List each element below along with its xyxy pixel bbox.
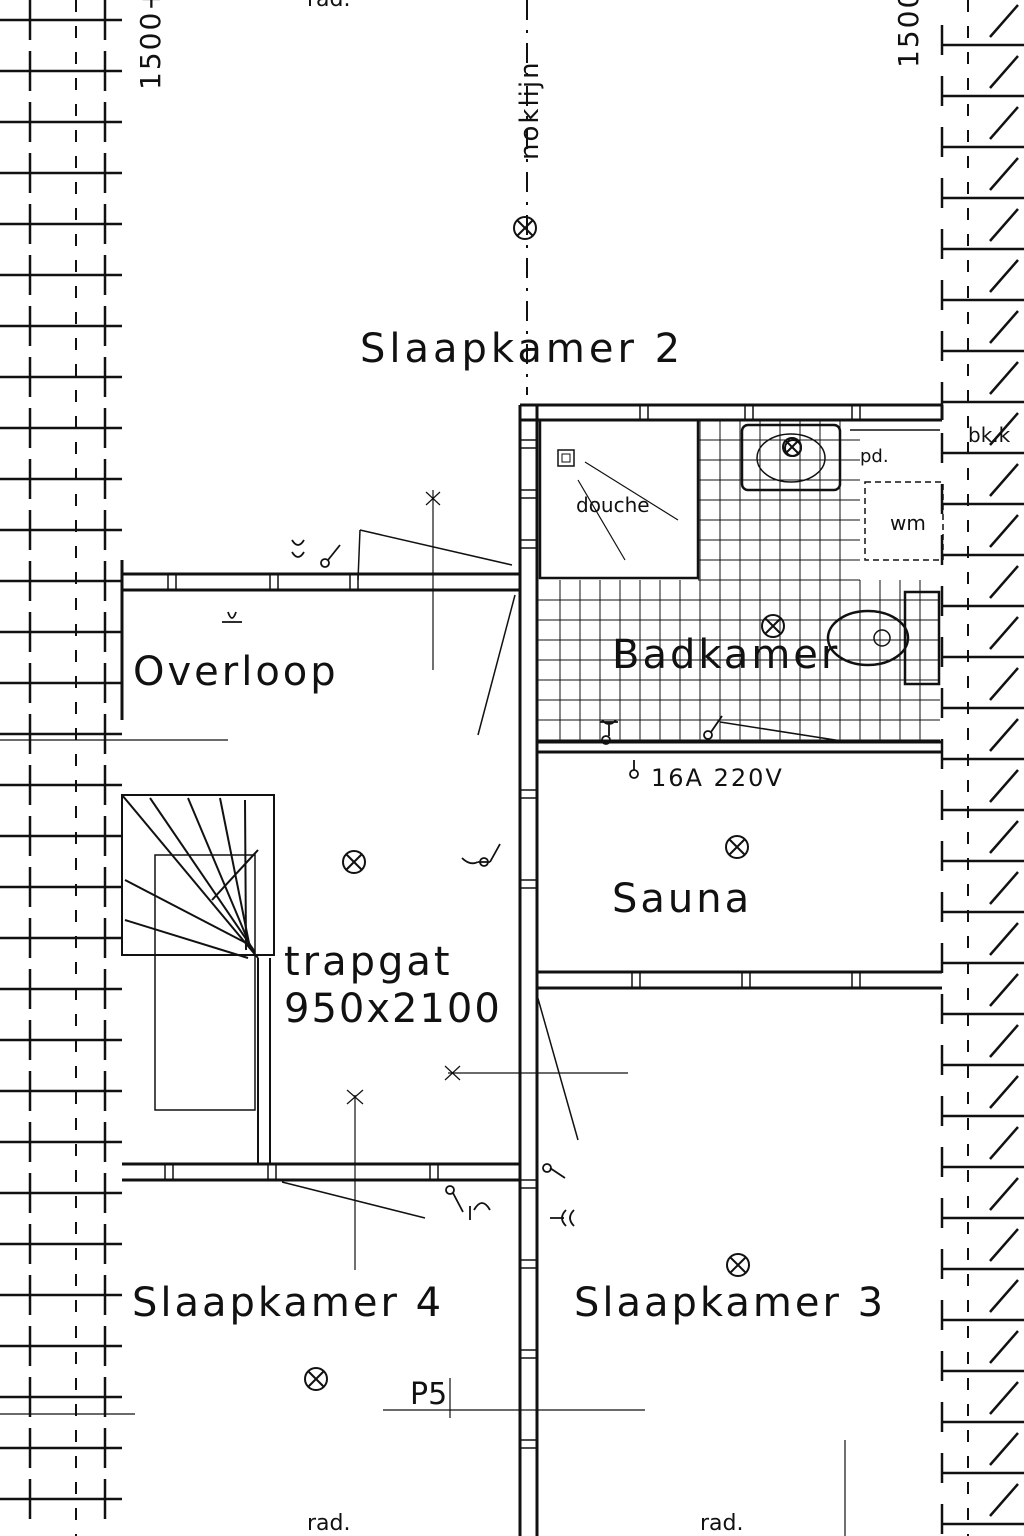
- radiator-label-left: rad.: [307, 1511, 350, 1536]
- radiator-label-right: rad.: [700, 1511, 743, 1536]
- room-label-badkamer: Badkamer: [612, 632, 840, 678]
- electrical-points: [222, 539, 723, 1227]
- radiator-label-top: rad.: [307, 0, 350, 12]
- sauna-power-label: 16A 220V: [651, 764, 784, 792]
- ridge-line-label: noklijn: [515, 60, 545, 160]
- door-swings: [281, 529, 849, 1219]
- staircase: [121, 794, 275, 1164]
- room-label-slaapkamer-2: Slaapkamer 2: [360, 326, 684, 372]
- cupboard-shelf: [850, 419, 940, 431]
- height-label-right: 1500: [892, 0, 925, 68]
- stairwell-size: 950x2100: [284, 986, 502, 1032]
- roof-rafters-left: [0, 0, 122, 1519]
- room-label-sauna: Sauna: [612, 876, 752, 922]
- shower-tray: [538, 418, 700, 580]
- roof-edge-dashes: [75, 0, 969, 1536]
- room-label-slaapkamer-3: Slaapkamer 3: [574, 1280, 886, 1326]
- bathroom-tiles: [537, 420, 940, 742]
- washing-machine-label: wm: [890, 511, 926, 535]
- room-label-slaapkamer-4: Slaapkamer 4: [132, 1280, 444, 1326]
- room-label-overloop: Overloop: [133, 649, 339, 695]
- column-label: P5: [410, 1377, 447, 1412]
- washbasin-label: pd.: [860, 446, 889, 467]
- cupboard-label: bk.k: [968, 423, 1011, 447]
- ceiling-lights: [304, 216, 802, 1391]
- toilet: [826, 590, 941, 686]
- stairwell-label: trapgat: [284, 939, 453, 985]
- shower-label: douche: [576, 493, 650, 517]
- wall-hatches: [164, 404, 861, 1449]
- roof-rafters-right: [940, 4, 1024, 1534]
- height-label-left: 1500+: [134, 0, 167, 90]
- washing-machine: [864, 481, 944, 561]
- walls: [120, 403, 944, 1536]
- reference-lines: [0, 490, 846, 1536]
